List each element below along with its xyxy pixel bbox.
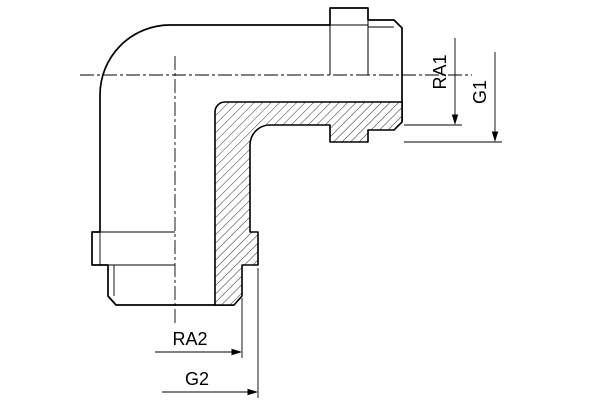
ra2-arrowhead	[231, 348, 242, 356]
g1-label: G1	[470, 80, 490, 104]
section-wall-hatched	[214, 101, 403, 306]
dimension-ra2: RA2	[155, 298, 243, 358]
dimension-g1: G1	[404, 52, 502, 143]
centerlines	[80, 56, 472, 324]
ra1-label: RA1	[430, 54, 450, 89]
ra1-arrowhead	[451, 114, 459, 125]
dimension-g2: G2	[162, 268, 259, 398]
dimension-ra1: RA1	[404, 38, 462, 126]
g1-arrowhead	[491, 131, 499, 142]
g2-arrowhead	[247, 388, 258, 396]
bottom-port-end-profile	[91, 231, 234, 306]
fitting-geometry	[91, 7, 403, 306]
ra2-label: RA2	[172, 329, 207, 349]
elbow-outer-profile	[99, 24, 330, 232]
g2-label: G2	[185, 369, 209, 389]
